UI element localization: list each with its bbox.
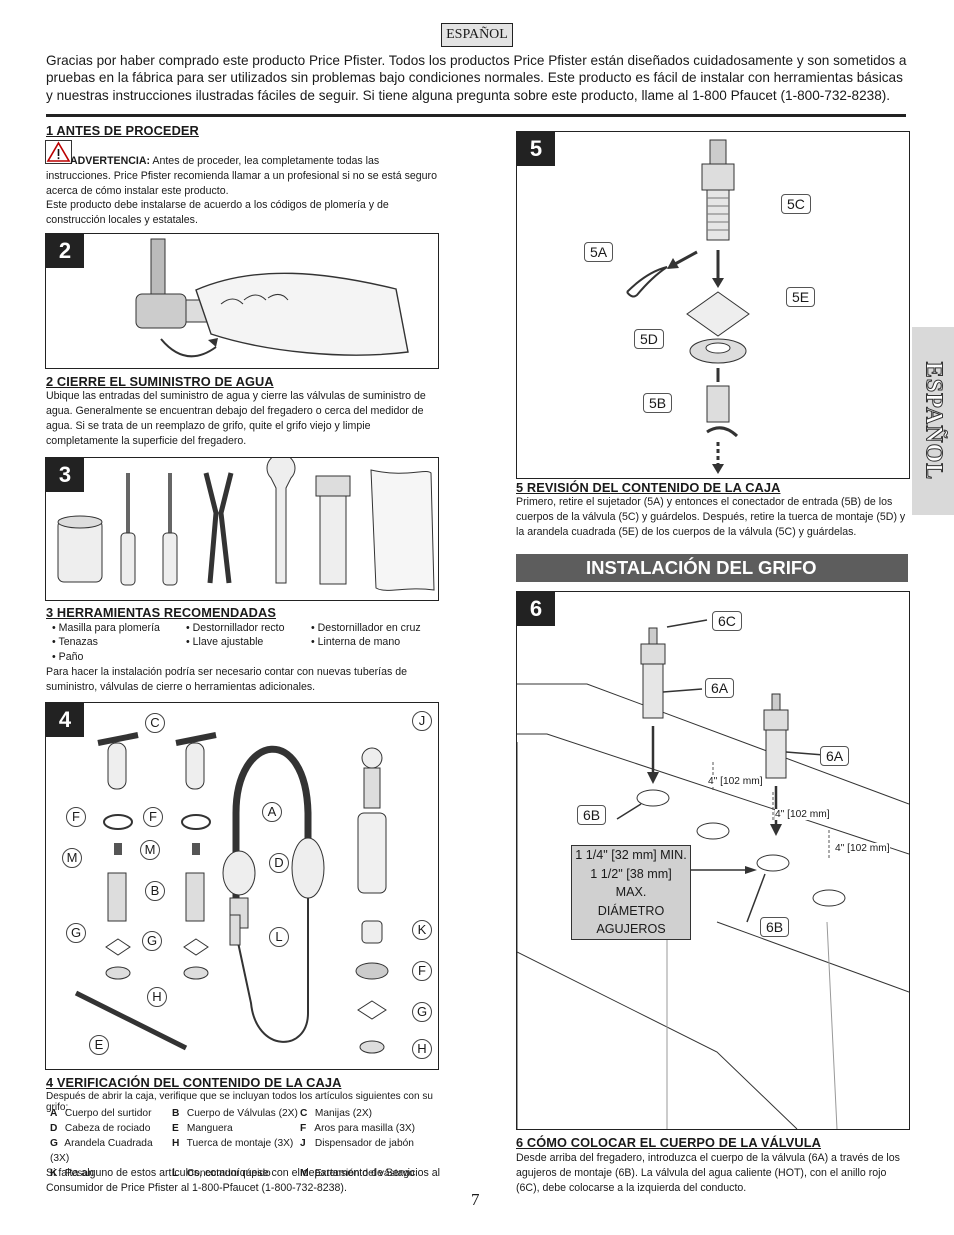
- callout-F: F: [412, 961, 432, 981]
- callout-5D: 5D: [634, 329, 664, 349]
- callout-M: M: [140, 840, 160, 860]
- callout-5E: 5E: [786, 287, 816, 307]
- step4-number: 4: [46, 703, 84, 737]
- callout-H: H: [412, 1039, 432, 1059]
- intro-paragraph: Gracias por haber comprado este producto…: [46, 53, 907, 103]
- callout-G: G: [142, 931, 162, 951]
- step2-text: Ubique las entradas del suministro de ag…: [46, 390, 426, 447]
- spacing-dimension: 4" [102 mm]: [708, 776, 763, 787]
- callout-6A: 6A: [705, 678, 735, 698]
- callout-6B: 6B: [577, 805, 607, 825]
- step5-text: Primero, retire el sujetador (5A) y ento…: [516, 496, 906, 538]
- step5-number: 5: [517, 132, 555, 166]
- step3-text: Para hacer la instalación podría ser nec…: [46, 666, 407, 693]
- callout-F: F: [143, 807, 163, 827]
- sink-installation-illustration: [517, 619, 909, 1129]
- part-item: B Cuerpo de Válvulas (2X): [172, 1108, 298, 1119]
- warning-paragraph: ADVERTENCIA: Antes de proceder, lea comp…: [46, 154, 440, 199]
- warning-label: ADVERTENCIA:: [70, 155, 151, 167]
- tool-item: • Tenazas: [52, 636, 98, 649]
- callout-5A: 5A: [584, 242, 614, 262]
- section1-heading: 1 ANTES DE PROCEDER: [46, 123, 199, 138]
- tool-item: • Linterna de mano: [311, 636, 401, 649]
- part-item: E Manguera: [172, 1123, 233, 1134]
- callout-H: H: [147, 987, 167, 1007]
- step3-figure: 3: [45, 457, 439, 601]
- callout-6C: 6C: [712, 611, 742, 631]
- callout-J: J: [412, 711, 432, 731]
- callout-5B: 5B: [643, 393, 673, 413]
- callout-G: G: [66, 923, 86, 943]
- part-item: A Cuerpo del surtidor: [50, 1108, 152, 1119]
- callout-L: L: [269, 927, 289, 947]
- shutoff-valve-illustration: [135, 238, 409, 358]
- step5-heading: 5 REVISIÓN DEL CONTENIDO DE LA CAJA: [516, 480, 781, 495]
- part-item: H Tuerca de montaje (3X): [172, 1138, 294, 1149]
- diameter-line: DIÁMETRO: [597, 903, 665, 918]
- spacing-dimension: 4" [102 mm]: [835, 843, 890, 854]
- callout-F: F: [66, 807, 86, 827]
- callout-6A: 6A: [820, 746, 850, 766]
- tools-list: • Masilla para plomería • Destornillador…: [52, 621, 442, 664]
- parts-illustration: [74, 732, 389, 1054]
- part-item: G Arandela Cuadrada (3X): [50, 1138, 153, 1164]
- valve-disassembly-illustration: [626, 139, 750, 474]
- callout-M: M: [62, 848, 82, 868]
- part-item: F Aros para masilla (3X): [300, 1123, 416, 1134]
- step3-heading: 3 HERRAMIENTAS RECOMENDADAS: [46, 605, 276, 620]
- spacing-dimension: 4" [102 mm]: [775, 809, 830, 820]
- callout-B: B: [145, 881, 165, 901]
- step2-figure: 2: [45, 233, 439, 369]
- installation-banner: INSTALACIÓN DEL GRIFO: [516, 554, 908, 582]
- header-rule: [46, 114, 906, 117]
- part-item: M Extensión del vástago: [300, 1168, 415, 1179]
- step6-text: Desde arriba del fregadero, introduzca e…: [516, 1152, 900, 1194]
- tool-item: • Masilla para plomería: [52, 622, 160, 634]
- part-item: C Manijas (2X): [300, 1108, 373, 1119]
- parts-list: A Cuerpo del surtidor B Cuerpo de Válvul…: [50, 1106, 440, 1181]
- callout-D: D: [269, 853, 289, 873]
- warning-text: Antes de proceder, lea completamente tod…: [46, 155, 437, 197]
- step4-footer: Si falta alguno de estos artículos, comu…: [46, 1167, 440, 1194]
- step2-number: 2: [46, 234, 84, 268]
- callout-5C: 5C: [781, 194, 811, 214]
- callout-K: K: [412, 920, 432, 940]
- warning-icon: [45, 140, 72, 164]
- tool-item: • Destornillador recto: [186, 622, 285, 634]
- callout-C: C: [145, 713, 165, 733]
- callout-G: G: [412, 1002, 432, 1022]
- step5-figure: 5 5C 5A 5E 5D 5B: [516, 131, 910, 479]
- callout-6B: 6B: [760, 917, 790, 937]
- diameter-line: 1 1/4" [32 mm] MIN.: [575, 848, 687, 862]
- diameter-line: AGUJEROS: [596, 922, 666, 936]
- step3-number: 3: [46, 458, 84, 492]
- step4-figure: 4 C J F F A M M D B G G L K F H G E H: [45, 702, 439, 1070]
- part-item: K Pesan: [50, 1168, 94, 1179]
- diameter-line: 1 1/2" [38 mm]: [590, 866, 672, 881]
- code-paragraph: Este producto debe instalarse de acuerdo…: [46, 199, 389, 226]
- language-tag: ESPAÑOL: [441, 23, 513, 47]
- tool-item: • Llave ajustable: [186, 636, 264, 649]
- part-item: D Cabeza de rociado: [50, 1123, 151, 1134]
- step2-heading: 2 CIERRE EL SUMINISTRO DE AGUA: [46, 374, 274, 389]
- tool-item: • Paño: [52, 650, 84, 663]
- part-item: L Conectador rápido: [172, 1168, 271, 1179]
- step6-heading: 6 CÓMO COLOCAR EL CUERPO DE LA VÁLVULA: [516, 1135, 822, 1150]
- tool-item: • Destornillador en cruz: [311, 622, 421, 634]
- page-number: 7: [471, 1190, 480, 1209]
- callout-A: A: [262, 802, 282, 822]
- language-side-tab: ESPAÑOL: [912, 327, 954, 515]
- diameter-line: MAX.: [615, 885, 647, 899]
- side-tab-label: ESPAÑOL: [920, 361, 947, 481]
- step4-heading: 4 VERIFICACIÓN DEL CONTENIDO DE LA CAJA: [46, 1075, 342, 1090]
- tools-illustration: [57, 458, 435, 591]
- callout-E: E: [89, 1035, 109, 1055]
- step6-number: 6: [517, 592, 555, 626]
- part-item: J Dispensador de jabón: [300, 1138, 414, 1149]
- step4-intro: Después de abrir la caja, verifique que …: [46, 1091, 433, 1113]
- hole-diameter-note: 1 1/4" [32 mm] MIN. 1 1/2" [38 mm] MAX. …: [571, 845, 691, 940]
